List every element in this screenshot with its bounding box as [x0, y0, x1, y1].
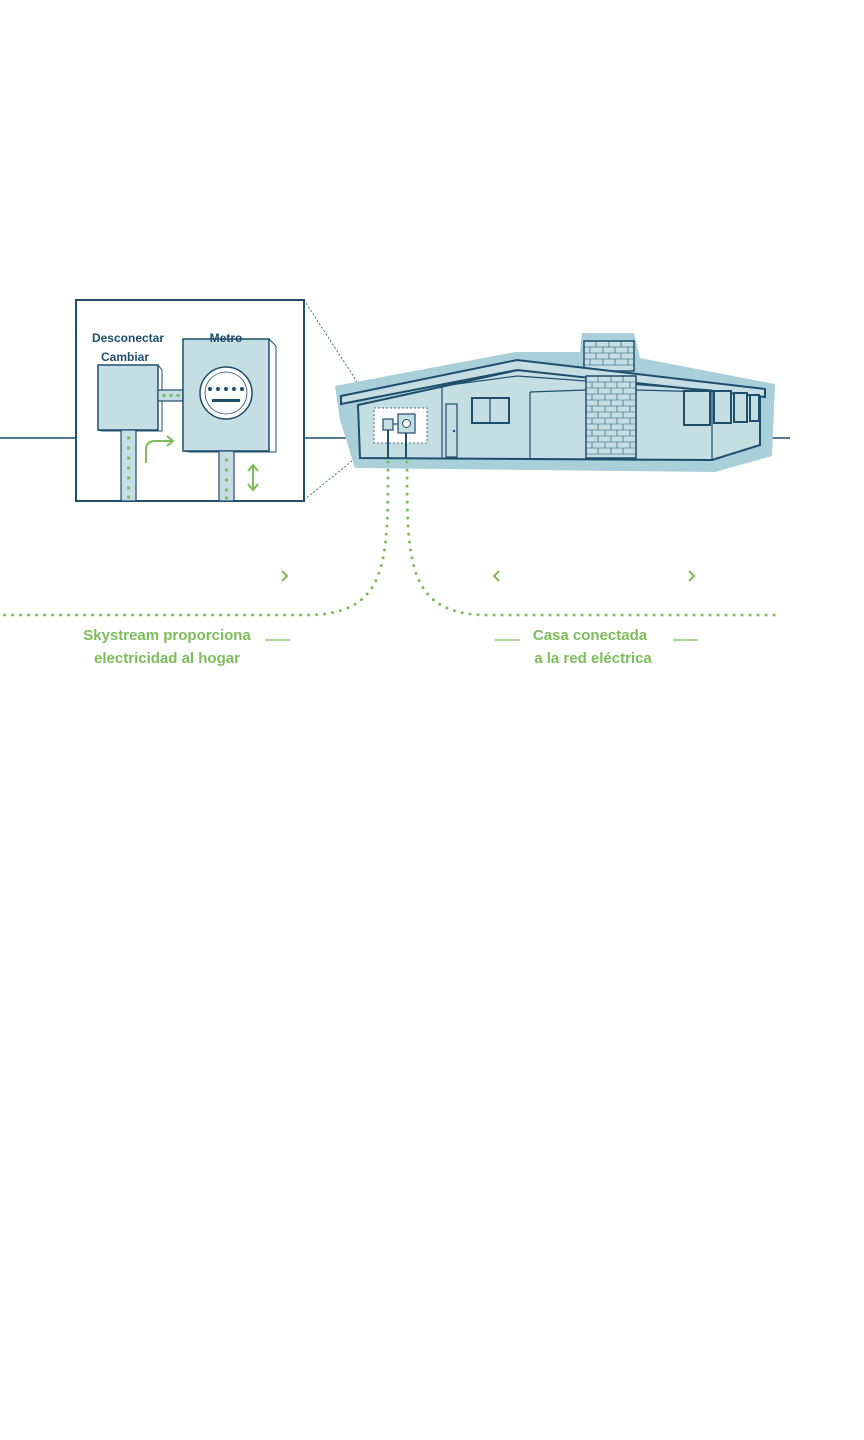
disconnect-conduit: [120, 429, 137, 502]
disconnect-box: [97, 364, 163, 432]
chevron-right-icon: [688, 570, 696, 582]
mini-disconnect-box: [382, 418, 394, 431]
caption-left-line1: Skystream proporciona: [83, 627, 251, 644]
chimney-bricks: [586, 376, 636, 455]
house-roof: [340, 358, 766, 406]
house-illustration: [335, 333, 775, 472]
house-door: [445, 403, 458, 458]
flow-turn-arrow-icon: [145, 440, 172, 463]
chevron-left-icon: [492, 570, 500, 582]
meter-conduit: [218, 450, 235, 502]
meter-label: Metro: [210, 331, 243, 345]
caption-right-line1: Casa conectada: [533, 627, 648, 644]
house-right-windows: [683, 390, 760, 426]
disconnect-label: Desconectar: [92, 331, 164, 345]
caption-right-line2: a la red eléctrica: [534, 650, 652, 667]
chevron-right-icon: [281, 570, 289, 582]
flow-chevrons: [281, 570, 696, 582]
zoom-callout-lines: [303, 299, 375, 501]
meter-box: [182, 338, 277, 453]
flow-line-right: [405, 460, 778, 617]
inset-zoom-panel: Desconectar Cambiar Metro: [75, 299, 305, 502]
bidirectional-arrow-icon: [247, 463, 259, 492]
caption-left-line2: electricidad al hogar: [94, 650, 240, 667]
switch-label: Cambiar: [101, 350, 149, 364]
